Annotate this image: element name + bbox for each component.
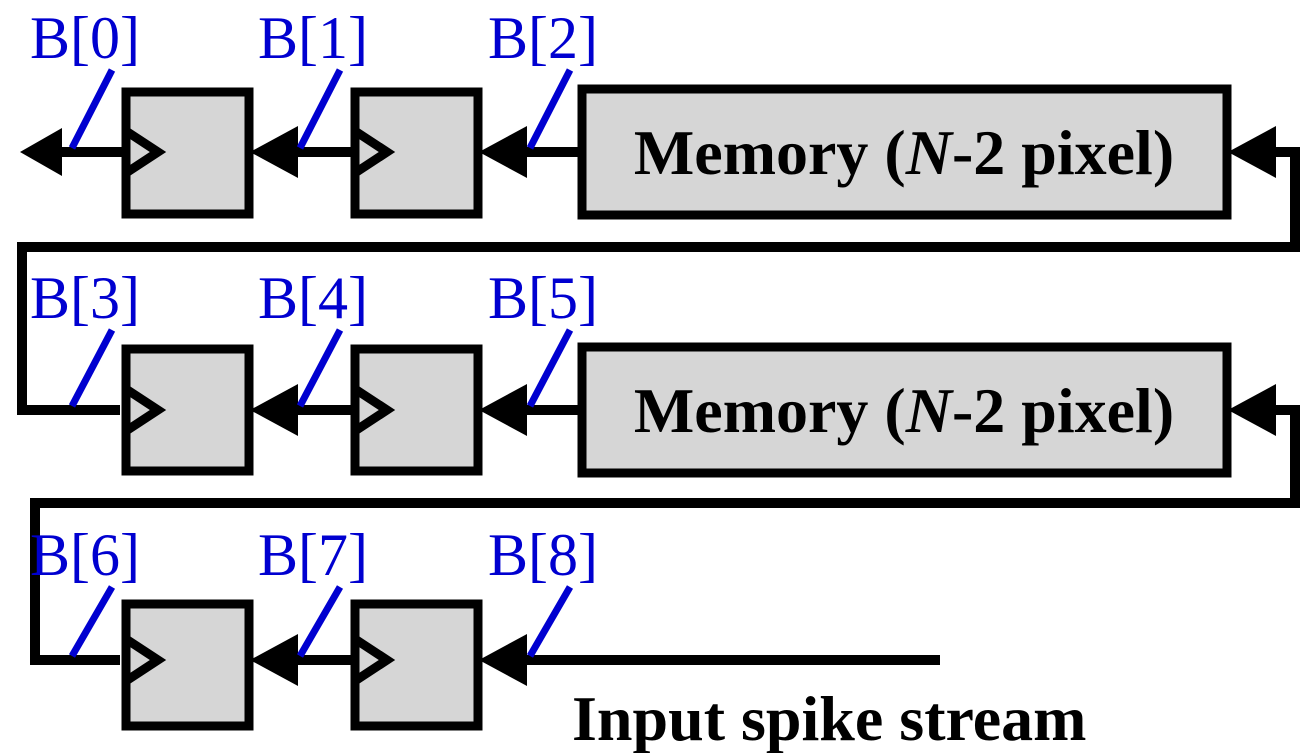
bit-label-b6: B[6]: [30, 522, 140, 588]
flipflop-b1[interactable]: [350, 87, 483, 219]
bit-label-b3: B[3]: [30, 265, 140, 331]
leader-b5: [526, 328, 574, 408]
leader-lines-group: [68, 68, 574, 658]
arrowhead-mem1-to-b1: [479, 126, 527, 178]
memory-block-row2[interactable]: [577, 342, 1232, 478]
flipflop-b3[interactable]: [121, 344, 254, 476]
feedback-wire-row1-to-row2: [17, 126, 1300, 415]
bit-label-b8: B[8]: [488, 522, 598, 588]
arrowhead-b7-to-b6: [250, 634, 298, 686]
arrowhead-mem2-to-b4: [479, 384, 527, 436]
flipflop-b7[interactable]: [350, 599, 483, 731]
memory-block-row1-label: Memory (N-2 pixel): [634, 117, 1174, 188]
arrowhead-input-to-b8: [479, 634, 527, 686]
bit-label-b4: B[4]: [258, 265, 368, 331]
arrowhead-b1-to-b0: [250, 126, 298, 178]
row2-wire-ff4-to-ff3: [250, 384, 351, 436]
clock-notch-icon: [123, 127, 167, 177]
row3-wire-ff7-to-ff6: [250, 634, 351, 686]
bit-label-b1: B[1]: [258, 5, 368, 71]
row1-output-wire: [20, 128, 128, 176]
bit-labels-group: B[0] B[1] B[2] B[3] B[4] B[5] B[6] B[7] …: [30, 5, 598, 588]
feedback-wire-row2-to-row3: [30, 384, 1300, 665]
memory-block-row1[interactable]: [577, 84, 1232, 220]
clock-notch-icon: [352, 635, 396, 685]
bit-label-b0: B[0]: [30, 5, 140, 71]
flipflop-b0[interactable]: [121, 87, 254, 219]
row1-wire-mem-to-ff1: [479, 126, 578, 178]
clock-notch-icon: [123, 635, 167, 685]
row1-wire-ff1-to-ff0: [250, 126, 351, 178]
arrowhead-b4-to-b3: [250, 384, 298, 436]
arrowhead-feedback-into-mem2: [1228, 384, 1276, 436]
leader-b8: [526, 585, 574, 658]
leader-b3: [68, 328, 116, 408]
leader-b4: [296, 328, 344, 408]
row2-wire-mem-to-ff4: [479, 384, 578, 436]
output-arrowhead: [20, 128, 62, 176]
clock-notch-icon: [123, 385, 167, 435]
leader-b0: [68, 68, 116, 150]
input-spike-stream-label: Input spike stream: [572, 683, 1086, 753]
bit-label-b7: B[7]: [258, 522, 368, 588]
leader-b1: [296, 68, 344, 150]
leader-b2: [526, 68, 574, 150]
leader-b7: [296, 585, 344, 658]
flipflop-b4[interactable]: [350, 344, 483, 476]
flipflop-b6[interactable]: [121, 599, 254, 731]
clock-notch-icon: [352, 385, 396, 435]
arrowhead-feedback-into-mem1: [1228, 126, 1276, 178]
leader-b6: [68, 585, 116, 658]
input-stream-wire: [479, 634, 940, 686]
memory-block-row2-label: Memory (N-2 pixel): [634, 375, 1174, 446]
clock-notch-icon: [352, 127, 396, 177]
bit-label-b5: B[5]: [488, 265, 598, 331]
bit-label-b2: B[2]: [488, 5, 598, 71]
